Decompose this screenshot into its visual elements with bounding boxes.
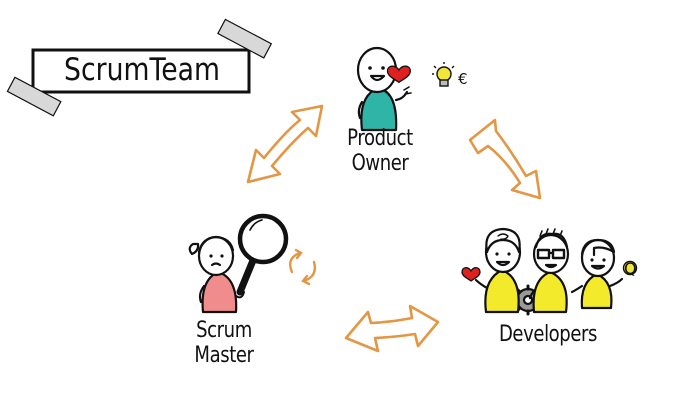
developers-group bbox=[461, 227, 624, 316]
scrum-master-figure bbox=[188, 235, 238, 314]
developer-3 bbox=[570, 238, 624, 310]
product-owner-label-line1: Product bbox=[347, 126, 413, 151]
product-owner-body bbox=[360, 86, 398, 132]
scrum-master-label-line1: Scrum bbox=[196, 318, 252, 343]
developer-1 bbox=[474, 227, 522, 314]
heart-icon bbox=[386, 65, 411, 84]
tape-bottom-left bbox=[6, 76, 62, 117]
scrum-master-label-line2: Master bbox=[194, 343, 254, 368]
developers-label: Developers bbox=[498, 322, 598, 347]
arrow-scrum-master-developers bbox=[344, 304, 440, 353]
title-box bbox=[31, 48, 251, 94]
scrum-master-label: Scrum Master bbox=[185, 318, 264, 368]
cycle-icon bbox=[289, 248, 317, 286]
page-title: ScrumTeam bbox=[64, 52, 220, 88]
product-owner-label: Product Owner bbox=[339, 126, 421, 176]
title-sign bbox=[6, 18, 273, 117]
developer-2 bbox=[528, 228, 570, 314]
scrum-master-body bbox=[201, 270, 238, 314]
magnifier-icon bbox=[235, 213, 289, 299]
quality-icon: Q bbox=[622, 259, 638, 278]
tape-top-right bbox=[217, 18, 273, 59]
lightbulb-icon bbox=[432, 62, 455, 87]
product-owner-figure bbox=[356, 46, 412, 132]
quality-letter: Q bbox=[624, 259, 637, 278]
arrow-scrum-master-product-owner bbox=[246, 104, 324, 184]
arrow-product-owner-developers bbox=[468, 118, 542, 200]
product-owner-icons: € bbox=[386, 62, 468, 88]
product-owner-label-line2: Owner bbox=[351, 151, 409, 176]
glasses-icon bbox=[536, 248, 551, 260]
euro-icon: € bbox=[458, 70, 468, 88]
developer-heart-icon bbox=[461, 267, 481, 282]
